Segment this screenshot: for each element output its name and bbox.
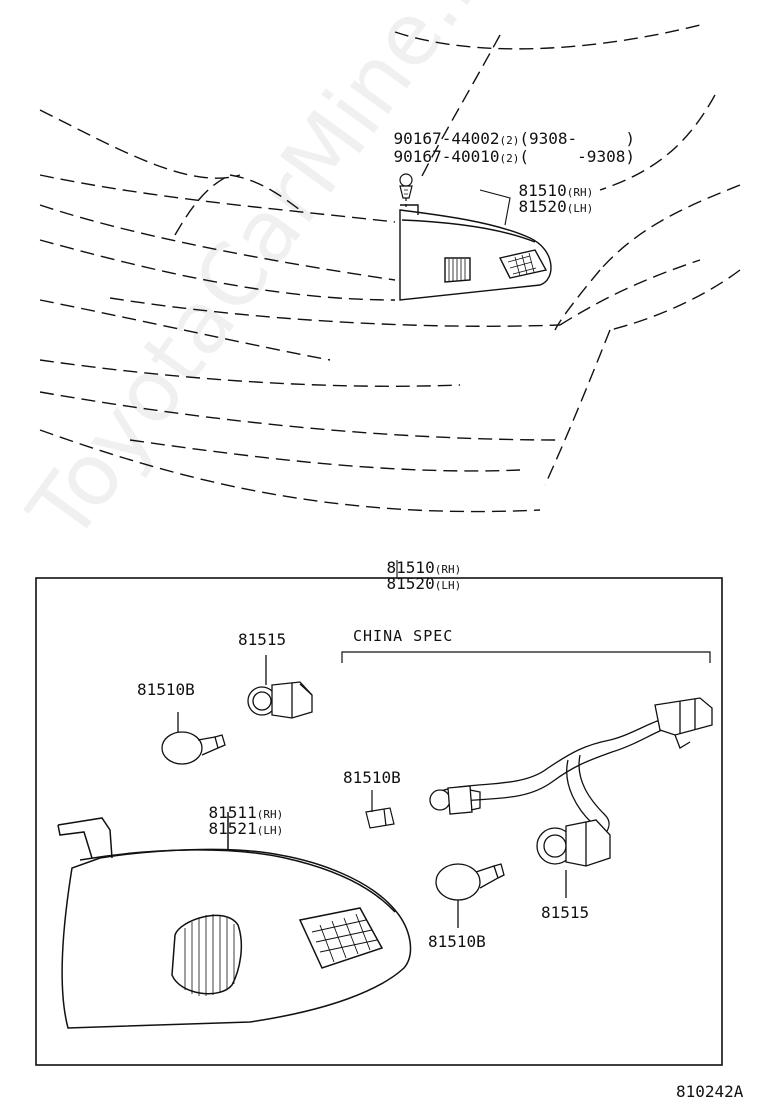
fastener-a-label: 90167-44002(2)(9308- )	[355, 112, 635, 168]
china-spec-label: CHINA SPEC	[353, 627, 454, 645]
screw	[399, 173, 413, 210]
socket-left-label: 81515	[238, 630, 287, 649]
detail-box	[35, 577, 723, 1066]
china-spec-bracket	[341, 651, 711, 663]
bulb-small-label: 81510B	[343, 768, 401, 787]
lens-lh-label: 81521(LH)	[170, 802, 284, 858]
lens-rh-part: 81511	[208, 803, 257, 822]
box-header-rh-tag: (RH)	[434, 563, 462, 576]
bulb-right-label: 81510B	[428, 932, 486, 951]
fastener-b-range: ( -9308)	[519, 147, 635, 166]
lens-rh-tag: (RH)	[256, 808, 284, 821]
diagram-code: 810242A	[676, 1082, 744, 1101]
fastener-a-range: (9308- )	[519, 129, 635, 148]
lamp-top-lh-part: 81520	[518, 197, 567, 216]
fastener-b-part: 90167-40010	[393, 147, 500, 166]
bulb-small	[365, 790, 395, 829]
bulb-left	[161, 712, 226, 765]
socket-right-label: 81515	[541, 903, 590, 922]
lamp-top-rh-part: 81510	[518, 181, 567, 200]
bulb-right	[435, 863, 505, 928]
fastener-a-part: 90167-44002	[393, 129, 500, 148]
lens-lh-part: 81521	[208, 819, 257, 838]
box-header-rh-part: 81510	[386, 558, 435, 577]
lens-housing	[57, 812, 412, 1029]
lens-rh-label: 81511(RH)	[170, 786, 284, 842]
fastener-b-qty: (2)	[499, 152, 520, 165]
lamp-top-rh-label: 81510(RH)	[480, 164, 594, 220]
bulb-left-label: 81510B	[137, 680, 195, 699]
lamp-top-lh-label: 81520(LH)	[480, 180, 594, 236]
box-header-rh-label: 81510(RH)	[348, 541, 462, 597]
socket-right	[536, 819, 611, 898]
wiring-harness	[429, 697, 713, 841]
lamp-top-rh-tag: (RH)	[566, 186, 594, 199]
lens-lh-tag: (LH)	[256, 824, 284, 837]
fastener-a-qty: (2)	[499, 134, 520, 147]
lamp-top-lh-tag: (LH)	[566, 202, 594, 215]
socket-left	[247, 655, 313, 719]
corner-lamp-top	[399, 204, 552, 301]
fastener-b-label: 90167-40010(2)( -9308)	[355, 130, 635, 186]
box-header-lh-tag: (LH)	[434, 579, 462, 592]
box-header-lh-label: 81520(LH)	[348, 557, 462, 613]
body-contour-lines	[39, 24, 741, 513]
box-header-lh-part: 81520	[386, 574, 435, 593]
